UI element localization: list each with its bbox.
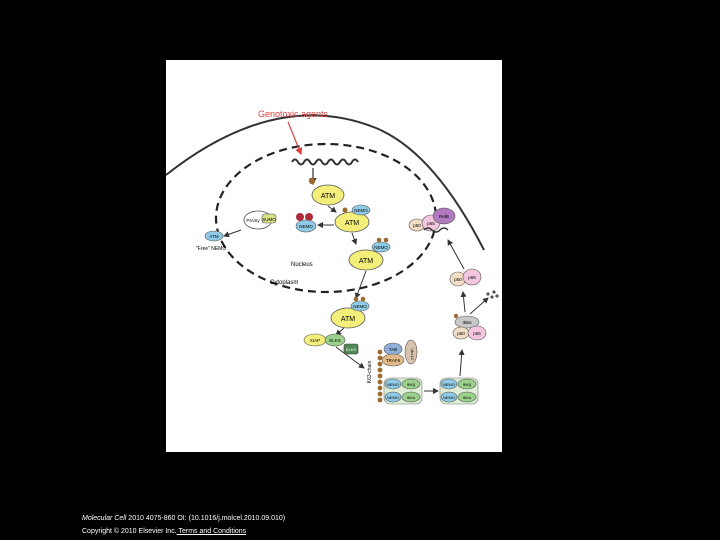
- atm-label: ATM: [359, 258, 373, 265]
- phospho-site: [453, 313, 459, 319]
- arrow: [327, 205, 337, 213]
- pathway-diagram: Genotoxic agents ATM ATM NEMO NEMO PIASy…: [166, 109, 499, 405]
- elks-node: [324, 333, 346, 347]
- genotoxic-label: Genotoxic agents: [258, 109, 329, 119]
- atm-node: [311, 184, 345, 206]
- nemo-label: NEMO: [443, 382, 455, 387]
- sumo-dot: [296, 213, 304, 221]
- p50-label: p50: [413, 223, 421, 228]
- free-nemo-node: [204, 230, 224, 242]
- sumo-label: SUMO: [262, 217, 276, 222]
- journal-name: Molecular Cell: [82, 515, 127, 522]
- arrow: [458, 349, 465, 377]
- copyright-line: Copyright © 2010 Elsevier Inc. Terms and…: [82, 527, 246, 536]
- phospho-site: [353, 296, 359, 302]
- free-nemo-label: "Free" NEMO: [196, 246, 226, 252]
- arrow: [335, 346, 365, 369]
- relb-label: RelB: [439, 214, 449, 219]
- p50-label: p50: [457, 331, 465, 336]
- nemo-label: ATM: [209, 234, 218, 239]
- atm-node: [334, 211, 370, 233]
- elks-b-node: [343, 343, 359, 355]
- p65-node: [467, 325, 487, 341]
- arrow: [460, 291, 467, 313]
- atm-label: ATM: [345, 220, 359, 227]
- nemo-node: [350, 300, 370, 312]
- k63-ubiquitin-chain: [377, 349, 383, 403]
- nemo-node: [440, 378, 458, 390]
- elks-label: ELKS: [329, 338, 341, 343]
- nemo-label: NEMO: [443, 395, 455, 400]
- phospho-site: [308, 177, 316, 185]
- nemo-label: NEMO: [353, 304, 367, 309]
- ikka-node: [401, 391, 421, 403]
- piasy-label: PIASy: [246, 218, 260, 224]
- ikkb-label: IKKβ: [463, 382, 472, 387]
- copyright-text: Copyright © 2010 Elsevier Inc.: [82, 528, 177, 535]
- ikka-node: [457, 391, 477, 403]
- nemo-node: [371, 241, 391, 253]
- ikba-label: IkBα: [462, 320, 472, 325]
- nemo-node: [295, 219, 317, 233]
- nuclear-import-arrow: [447, 239, 465, 270]
- ikkb-label: IKKβ: [407, 382, 416, 387]
- citation-text: 2010 4075-860 OI: (10.1016/j.molcel.2010…: [126, 515, 286, 522]
- ikka-label: IKKα: [463, 395, 472, 400]
- phospho-site: [342, 207, 348, 213]
- phospho-site: [360, 296, 366, 302]
- nemo-label: NEMO: [354, 208, 368, 213]
- p65-label: p65: [468, 275, 476, 280]
- xiap-label: XIAP: [310, 338, 320, 343]
- relb-node: [432, 207, 456, 225]
- target-dna: [423, 227, 449, 233]
- p65-label: p65: [473, 331, 481, 336]
- atm-label: ATM: [341, 316, 355, 323]
- arrow: [354, 270, 367, 299]
- atm-label: ATM: [321, 193, 335, 200]
- traf6-label: TRAF6: [386, 358, 401, 363]
- atm-node: [330, 307, 366, 329]
- nemo-label: NEMO: [299, 224, 313, 229]
- cytoplasm-label: Cytoplasm: [270, 280, 298, 286]
- citation-line: Molecular Cell 2010 4075-860 OI: (10.101…: [82, 514, 285, 523]
- p65-label: p65: [427, 221, 435, 226]
- phospho-site: [383, 237, 389, 243]
- dna-helix: [291, 158, 359, 166]
- arrow: [335, 327, 345, 336]
- arrow: [223, 229, 242, 238]
- ikka-label: IKKα: [407, 395, 416, 400]
- traf6-node: [381, 353, 405, 367]
- nemo-node: [384, 391, 402, 403]
- atm-node: [348, 249, 384, 271]
- nemo-label: NEMO: [374, 245, 388, 250]
- ubc13-label: Ubc13: [410, 348, 415, 360]
- elks-b-label: ELKS: [346, 347, 357, 352]
- degradation-arrow: [469, 297, 489, 315]
- k63-label: K63-chain: [367, 361, 373, 384]
- p50-label: p50: [454, 277, 462, 282]
- phospho-site: [376, 237, 382, 243]
- nemo-node: [440, 391, 458, 403]
- cell-membrane: [166, 114, 485, 251]
- sumo-dot: [305, 213, 313, 221]
- nemo-node: [384, 378, 402, 390]
- nemo-node: [351, 204, 371, 216]
- ikba-node: [454, 315, 480, 329]
- nemo-label: NEMO: [387, 395, 399, 400]
- ubiquitin-fragments-icon: [486, 290, 499, 299]
- arrow: [351, 232, 358, 245]
- tab-label: TAB: [389, 347, 397, 352]
- ubc13-node: [404, 339, 418, 365]
- genotoxic-arrow: [287, 121, 303, 156]
- terms-link[interactable]: Terms and Conditions: [176, 528, 247, 535]
- nucleus-label: Nucleus: [291, 262, 313, 268]
- ikkb-node: [457, 378, 477, 390]
- ikkb-node: [401, 378, 421, 390]
- p65-node: [462, 268, 482, 286]
- sumo-node: [261, 213, 277, 224]
- nemo-label: NEMO: [387, 382, 399, 387]
- diagram-figure: Genotoxic agents ATM ATM NEMO NEMO PIASy…: [166, 60, 502, 452]
